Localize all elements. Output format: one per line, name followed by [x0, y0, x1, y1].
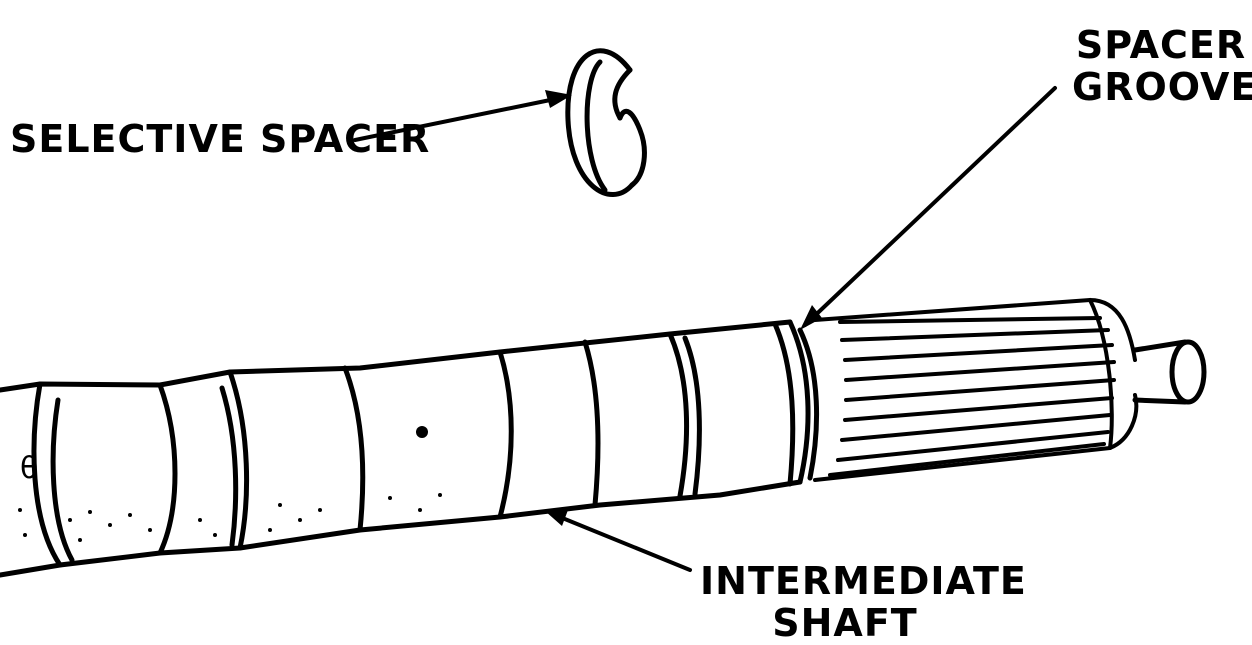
selective-spacer-ring — [565, 48, 647, 197]
shaft-pilot-end — [1132, 339, 1207, 405]
intermediate-shaft-label: INTERMEDIATE SHAFT — [700, 559, 1027, 645]
leader-spacer-groove — [803, 86, 1057, 327]
leader-intermediate-shaft — [553, 513, 692, 572]
oil-hole — [416, 426, 428, 438]
shaft-body — [0, 319, 820, 578]
arrowhead-spacer-groove — [800, 305, 822, 330]
selective-spacer-text: SELECTIVE SPACER — [10, 117, 431, 161]
arrowheads — [545, 90, 822, 526]
arrowhead-selective-spacer — [545, 90, 572, 108]
spacer-groove-text-line2: GROOVE — [1072, 65, 1252, 109]
spacer-groove-text-line1: SPACER — [1075, 23, 1247, 67]
shaft-stipple — [18, 493, 442, 542]
intermediate-shaft-text-line2: SHAFT — [772, 601, 918, 645]
shaft-end-mark: θ — [20, 451, 38, 486]
leader-lines — [353, 86, 1057, 572]
selective-spacer-label: SELECTIVE SPACER — [10, 118, 430, 160]
shaft-splines — [813, 298, 1139, 482]
arrowhead-intermediate-shaft — [545, 510, 568, 526]
leader-selective-spacer — [353, 96, 562, 142]
spacer-groove-label: SPACER GROOVE — [1072, 23, 1252, 109]
intermediate-shaft-text-line1: INTERMEDIATE — [700, 559, 1027, 603]
